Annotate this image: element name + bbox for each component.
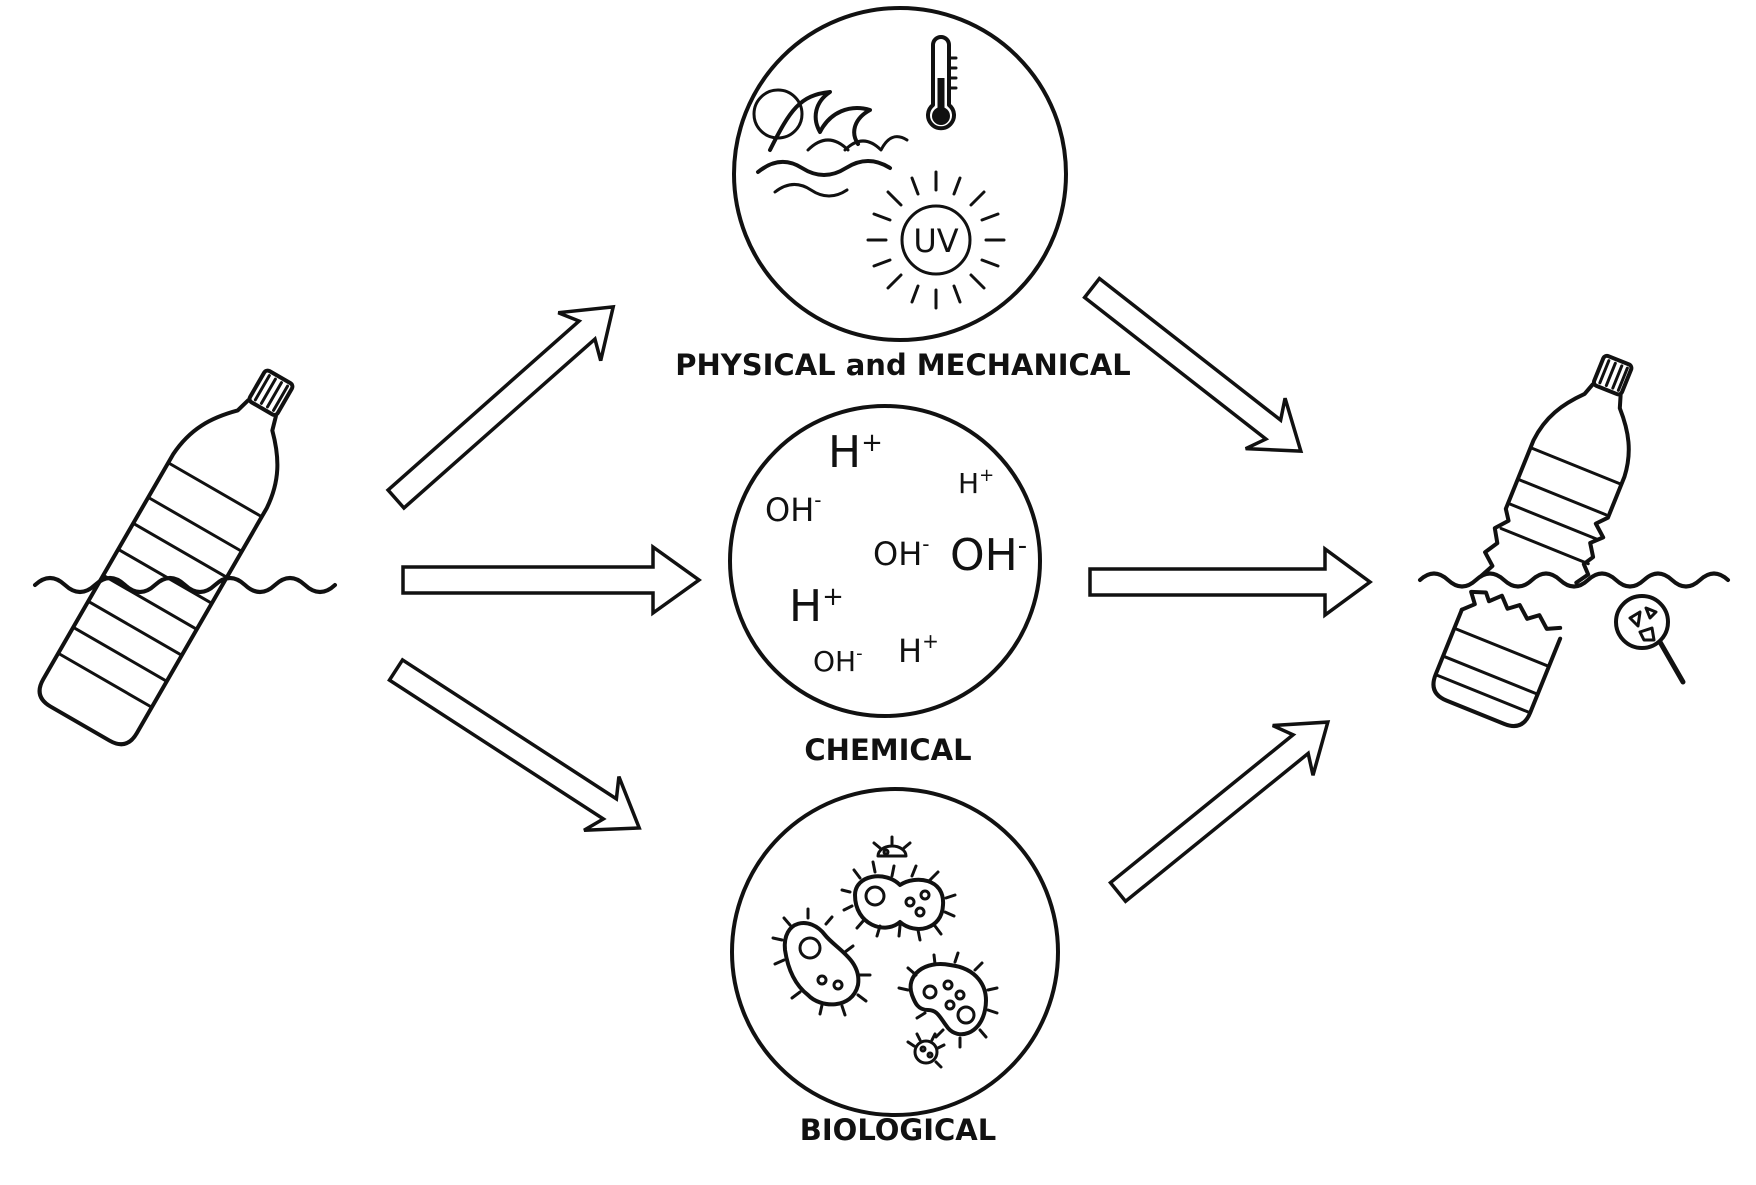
ion-oh-minus: OH- (950, 530, 1027, 581)
chemical-label: CHEMICAL (804, 733, 971, 767)
arrow-from-chemical (1088, 545, 1373, 619)
physical-label: PHYSICAL and MECHANICAL (675, 348, 1131, 382)
thermometer-icon (926, 35, 958, 131)
ion-oh-minus: OH- (813, 643, 863, 678)
degraded-bottle-icon (1418, 353, 1730, 728)
arrow-to-biological (387, 657, 642, 833)
arrow-to-physical (385, 304, 616, 511)
arrow-from-biological (1107, 720, 1331, 904)
small-bacterium-icon (872, 835, 912, 858)
ion-h-plus: H+ (898, 629, 939, 670)
arrow-to-chemical (401, 543, 703, 617)
bacterium-icon (840, 860, 957, 942)
magnifier-icon (1614, 594, 1686, 685)
bacterium-icon (771, 907, 872, 1017)
uv-text: UV (913, 222, 958, 260)
bacterium-icon (897, 951, 999, 1049)
small-bacterium-icon (906, 1032, 946, 1069)
ion-h-plus: H+ (789, 581, 844, 632)
chemical-circle: H+ H+ OH- OH- OH- H+ OH- H+ (728, 404, 1042, 718)
waves-icon (752, 88, 909, 198)
biological-label: BIOLOGICAL (800, 1113, 996, 1147)
ion-h-plus: H+ (958, 465, 994, 500)
ion-oh-minus: OH- (873, 532, 929, 573)
biological-circle (730, 787, 1060, 1117)
uv-sun-icon: UV (866, 170, 1006, 310)
arrow-from-physical (1082, 276, 1304, 454)
physical-circle: UV (732, 6, 1068, 342)
ion-oh-minus: OH- (765, 488, 821, 529)
intact-bottle-icon (33, 368, 337, 747)
ion-h-plus: H+ (828, 427, 883, 478)
